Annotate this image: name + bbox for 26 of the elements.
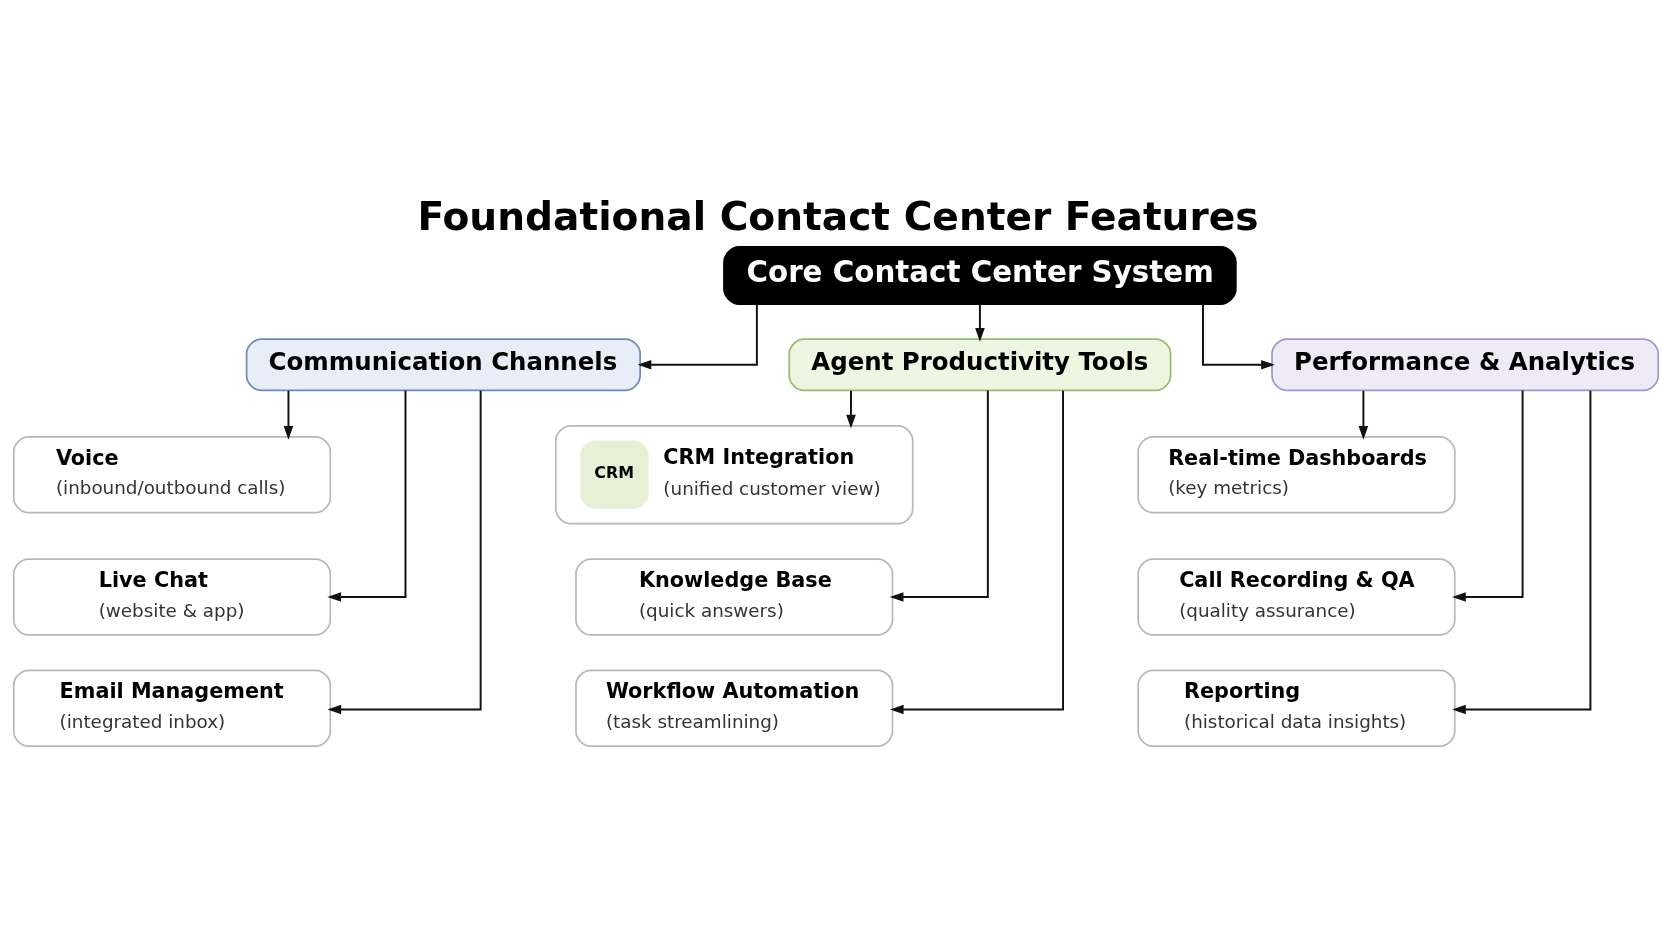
node-box: Knowledge Base (quick answers) bbox=[575, 558, 894, 636]
node-box: CRM CRM Integration (unified customer view) bbox=[554, 425, 914, 525]
node-box: Email Management (integrated inbox) bbox=[12, 669, 332, 747]
arrow bbox=[889, 389, 1064, 715]
node-box: Reporting (historical data insights) bbox=[1137, 669, 1456, 747]
arrow bbox=[1452, 389, 1524, 602]
arrow bbox=[637, 302, 758, 370]
node-box: Workflow Automation (task streamlining) bbox=[575, 669, 894, 747]
arrow bbox=[975, 302, 985, 342]
node-box: Call Recording & QA (quality assurance) bbox=[1137, 558, 1456, 636]
arrow bbox=[327, 389, 407, 602]
arrow bbox=[1358, 389, 1369, 440]
node-box: Core Contact Center System bbox=[723, 246, 1237, 305]
node-box: Real-time Dashboards (key metrics) bbox=[1137, 436, 1456, 514]
arrow bbox=[846, 389, 856, 429]
arrow bbox=[1202, 302, 1275, 370]
node-box: Agent Productivity Tools bbox=[788, 338, 1172, 392]
node-box: Voice (inbound/outbound calls) bbox=[12, 436, 332, 514]
arrow bbox=[1452, 389, 1592, 715]
node-box: Performance & Analytics bbox=[1271, 338, 1660, 392]
node-box: Live Chat (website & app) bbox=[12, 558, 332, 636]
node-box: Communication Channels bbox=[245, 338, 641, 392]
arrow bbox=[889, 389, 989, 602]
diagram-title: Foundational Contact Center Features bbox=[417, 193, 1259, 239]
arrow bbox=[283, 389, 294, 440]
arrow bbox=[327, 389, 482, 715]
